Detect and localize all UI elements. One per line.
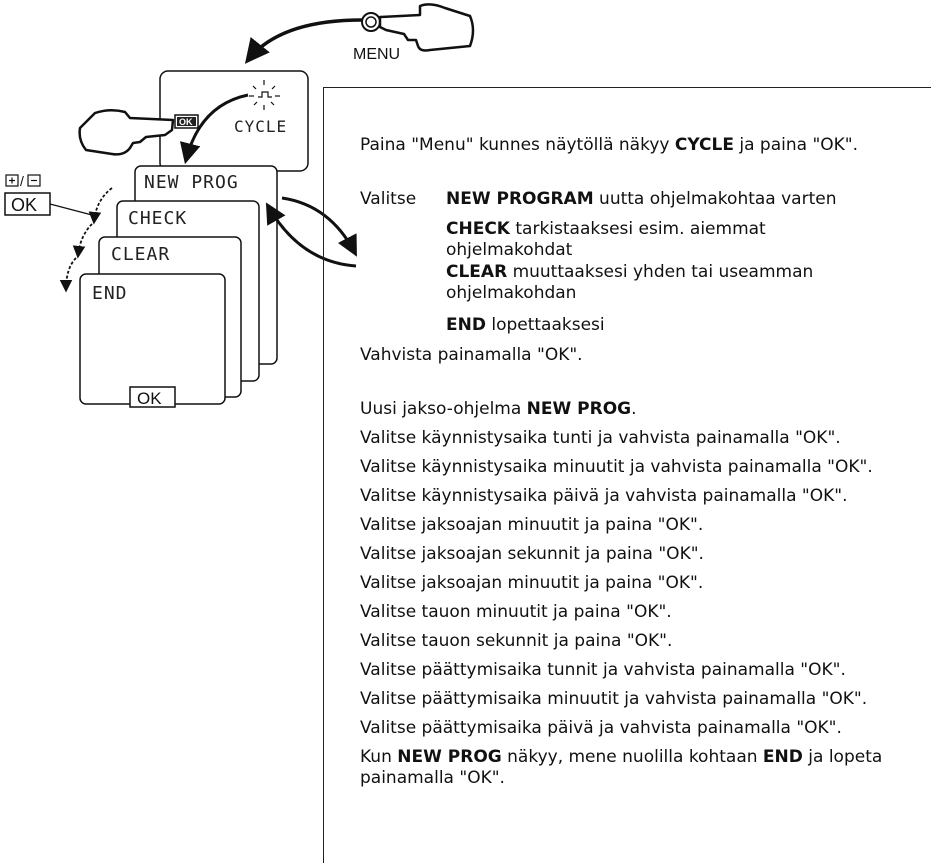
screen-end-label: END	[92, 283, 128, 304]
step-line: Valitse tauon sekunnit ja paina "OK".	[360, 631, 672, 652]
step-line: Valitse tauon minuutit ja paina "OK".	[360, 602, 672, 623]
ok-key-label: OK	[11, 195, 37, 215]
step-line: Valitse käynnistysaika päivä ja vahvista…	[360, 486, 847, 507]
option-check: CHECK tarkistaaksesi esim. aiemmat ohjel…	[446, 219, 846, 261]
valitse-label: Valitse	[360, 189, 416, 210]
ok-bottom-label: OK	[137, 389, 162, 408]
step-line: Valitse päättymisaika päivä ja vahvista …	[360, 718, 842, 739]
arrow-left-1	[94, 188, 112, 222]
step-line: Valitse käynnistysaika tunti ja vahvista…	[360, 428, 841, 449]
intro-line: Paina "Menu" kunnes näytöllä näkyy CYCLE…	[360, 135, 858, 156]
arrow-left-3	[66, 258, 76, 290]
svg-text:/: /	[20, 173, 24, 189]
step-line: Valitse jaksoajan minuutit ja paina "OK"…	[360, 573, 703, 594]
step-line: Valitse käynnistysaika minuutit ja vahvi…	[360, 457, 873, 478]
step-line: Valitse jaksoajan sekunnit ja paina "OK"…	[360, 544, 704, 565]
screen-new-prog-label: NEW PROG	[144, 172, 239, 193]
option-new-program: NEW PROGRAM uutta ohjelmakohtaa varten	[446, 189, 846, 210]
new-prog-line: Uusi jakso-ohjelma NEW PROG.	[360, 399, 637, 420]
arrow-menu-to-display	[248, 20, 362, 60]
arrow-left-2	[78, 224, 92, 256]
screen-check-label: CHECK	[128, 208, 187, 229]
menu-label: MENU	[353, 46, 400, 63]
ok-small-label: OK	[179, 117, 193, 127]
screen-clear-label: CLEAR	[111, 244, 170, 265]
confirm-line: Vahvista painamalla "OK".	[360, 345, 583, 366]
menu-hand-icon	[362, 4, 473, 50]
plus-minus-keys: /	[6, 173, 40, 189]
final-instruction: Kun NEW PROG näkyy, mene nuolilla kohtaa…	[360, 747, 900, 789]
cycle-label: CYCLE	[234, 117, 287, 136]
instruction-panel: Paina "Menu" kunnes näytöllä näkyy CYCLE…	[323, 87, 931, 863]
option-end: END lopettaaksesi	[446, 315, 846, 336]
step-line: Valitse päättymisaika tunnit ja vahvista…	[360, 660, 846, 681]
option-clear: CLEAR muuttaaksesi yhden tai useamman oh…	[446, 262, 846, 304]
step-line: Valitse päättymisaika minuutit ja vahvis…	[360, 689, 867, 710]
step-line: Valitse jaksoajan minuutit ja paina "OK"…	[360, 515, 703, 536]
ok-hand-icon	[80, 110, 173, 154]
